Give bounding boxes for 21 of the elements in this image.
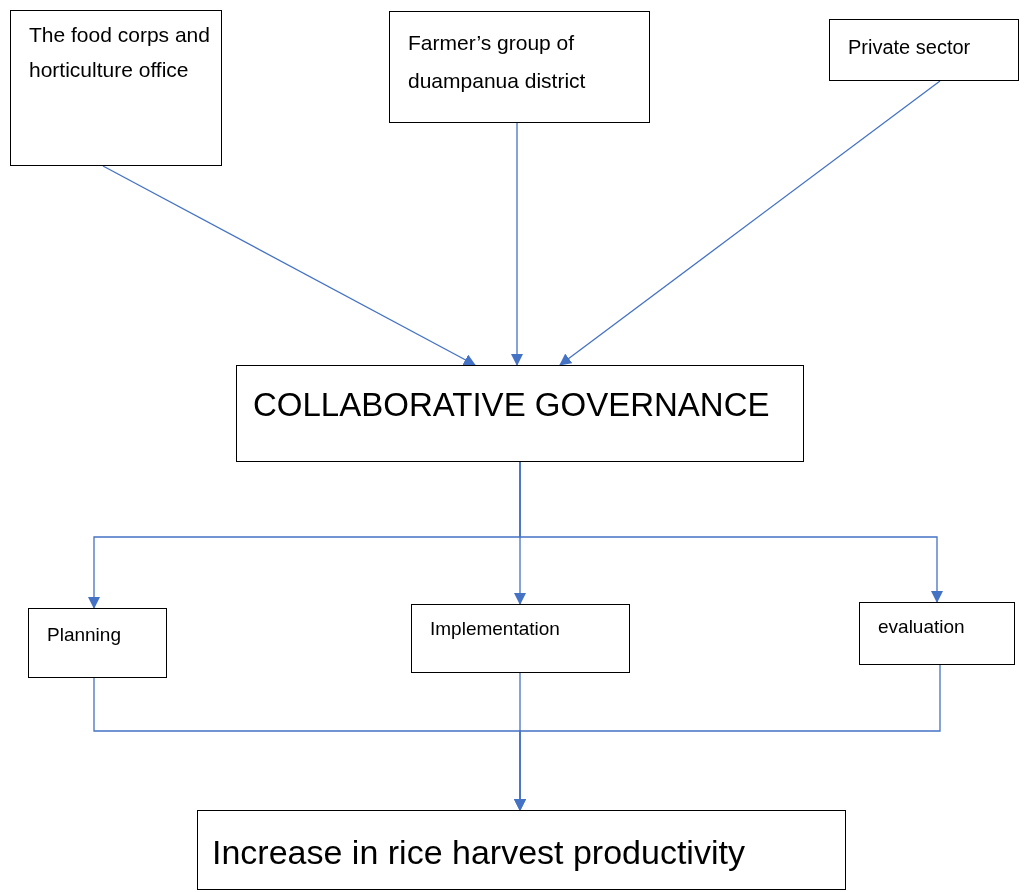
process-box xyxy=(236,365,804,462)
process-box xyxy=(859,602,1015,665)
box-label: COLLABORATIVE GOVERNANCE xyxy=(253,385,771,425)
process-box xyxy=(389,11,650,123)
box-label: Private sector xyxy=(848,35,972,60)
box-label: evaluation xyxy=(878,615,966,639)
box-label: The food corps and horticulture office xyxy=(29,22,211,83)
box-label: Implementation xyxy=(430,617,561,641)
process-box xyxy=(28,608,167,678)
arrow xyxy=(519,461,943,603)
box-label: Farmer’s group of duampanua district xyxy=(408,30,587,94)
process-box xyxy=(10,10,222,166)
process-box xyxy=(197,810,846,890)
box-label: Increase in rice harvest productivity xyxy=(212,832,746,873)
arrow xyxy=(559,80,941,366)
process-box xyxy=(411,604,630,673)
process-box xyxy=(829,19,1019,81)
arrow xyxy=(514,664,941,811)
arrow xyxy=(102,165,476,366)
box-label: Planning xyxy=(47,623,122,647)
arrow xyxy=(511,122,523,366)
